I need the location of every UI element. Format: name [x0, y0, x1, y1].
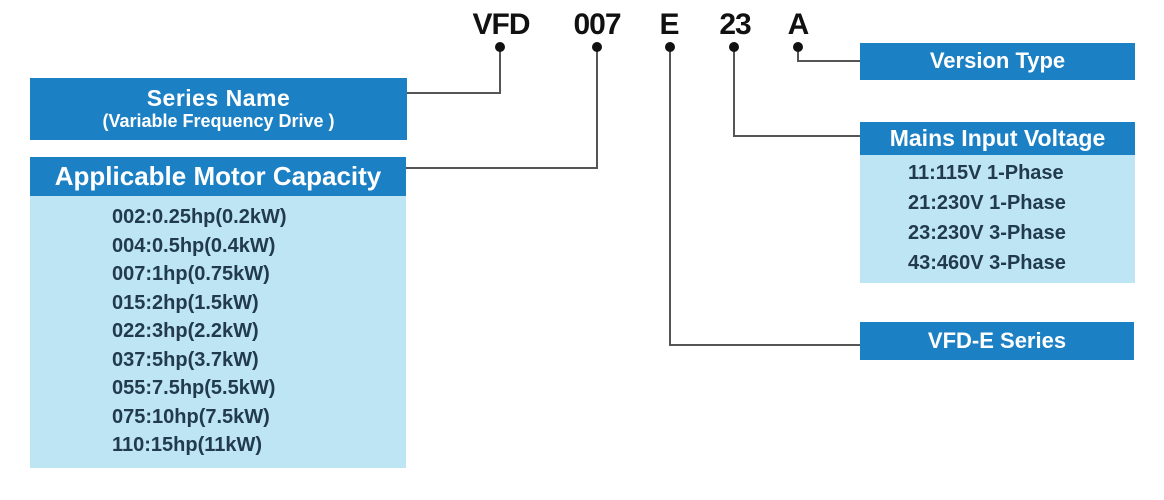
vfde-series-box: VFD-E Series [860, 322, 1134, 360]
vfde-series-title: VFD-E Series [927, 327, 1067, 353]
version-type-box: Version Type [860, 43, 1135, 80]
capacity-item: 002:0.25hp(0.2kW) [112, 206, 287, 228]
motor-capacity-header: Applicable Motor Capacity [30, 157, 406, 196]
capacity-item: 022:3hp(2.2kW) [112, 320, 259, 342]
model-dot-e [665, 42, 675, 52]
capacity-item: 004:0.5hp(0.4kW) [112, 234, 276, 257]
capacity-item: 075:10hp(7.5kW) [112, 405, 270, 428]
series-name-title: Series Name [146, 85, 291, 112]
model-dot-capacity [592, 42, 602, 52]
connector-version-type [797, 47, 860, 62]
model-segment-series: VFD [472, 8, 531, 41]
connector-mains-voltage [733, 47, 860, 137]
model-dot-version [793, 42, 803, 52]
model-segment-e: E [659, 8, 679, 41]
mains-voltage-header: Mains Input Voltage [860, 122, 1135, 155]
motor-capacity-list: 002:0.25hp(0.2kW) 004:0.5hp(0.4kW) 007:1… [30, 196, 406, 468]
model-dot-series [495, 42, 505, 52]
voltage-item: 11:115V 1-Phase [908, 162, 1064, 184]
mains-voltage-title: Mains Input Voltage [889, 124, 1106, 151]
capacity-item: 055:7.5hp(5.5kW) [112, 377, 276, 399]
connector-series-name [407, 47, 501, 94]
series-name-box: Series Name (Variable Frequency Drive ) [30, 78, 407, 140]
capacity-item: 015:2hp(1.5kW) [112, 291, 259, 314]
model-dot-voltage [729, 42, 739, 52]
capacity-item: 110:15hp(11kW) [112, 434, 263, 456]
connector-motor-capacity [406, 47, 598, 169]
model-segment-capacity: 007 [573, 8, 621, 41]
version-type-title: Version Type [929, 48, 1066, 74]
model-segment-version: A [787, 8, 810, 41]
mains-voltage-list: 11:115V 1-Phase 21:230V 1-Phase 23:230V … [860, 155, 1135, 283]
series-name-subtitle: (Variable Frequency Drive ) [102, 110, 335, 131]
motor-capacity-title: Applicable Motor Capacity [54, 161, 382, 192]
model-segment-voltage: 23 [719, 8, 751, 41]
capacity-item: 037:5hp(3.7kW) [112, 348, 259, 371]
connector-vfde-series [669, 47, 860, 346]
voltage-item: 23:230V 3-Phase [908, 222, 1066, 244]
voltage-item: 21:230V 1-Phase [908, 192, 1066, 214]
voltage-item: 43:460V 3-Phase [908, 252, 1066, 274]
capacity-item: 007:1hp(0.75kW) [112, 263, 270, 285]
